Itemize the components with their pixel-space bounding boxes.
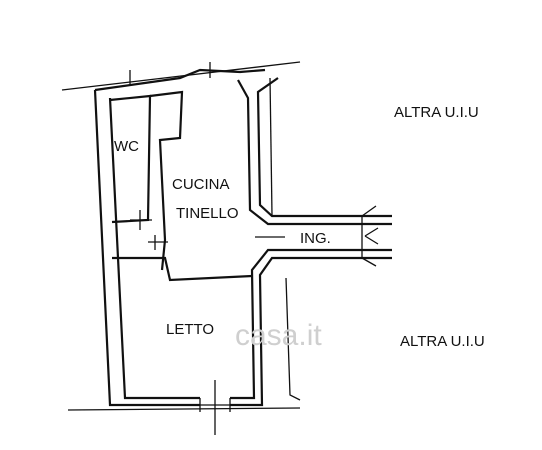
partition-kitchen <box>149 90 184 271</box>
boundary-right <box>285 277 301 401</box>
entrance-door <box>361 205 379 267</box>
outer-wall <box>93 68 392 407</box>
room-label-letto: LETTO <box>166 321 214 338</box>
neighbor-label-top: ALTRA U.I.U <box>394 104 479 121</box>
hall-door <box>148 235 168 250</box>
wc-door <box>130 210 152 230</box>
inner-wall-outline <box>108 79 392 400</box>
partition-hall <box>112 256 253 282</box>
watermark: casa.it <box>235 319 322 352</box>
room-label-tinello: TINELLO <box>176 205 239 222</box>
bottom-window <box>199 380 231 435</box>
street-line-top <box>61 61 301 91</box>
room-label-cucina: CUCINA <box>172 176 230 193</box>
street-line-bottom <box>67 407 301 411</box>
room-label-ingresso: ING. <box>300 230 331 247</box>
partition-wc <box>109 94 152 224</box>
neighbor-label-bottom: ALTRA U.I.U <box>400 333 485 350</box>
room-label-wc: WC <box>114 138 139 155</box>
top-window <box>129 62 211 84</box>
neighbor-wall-top <box>269 77 273 216</box>
